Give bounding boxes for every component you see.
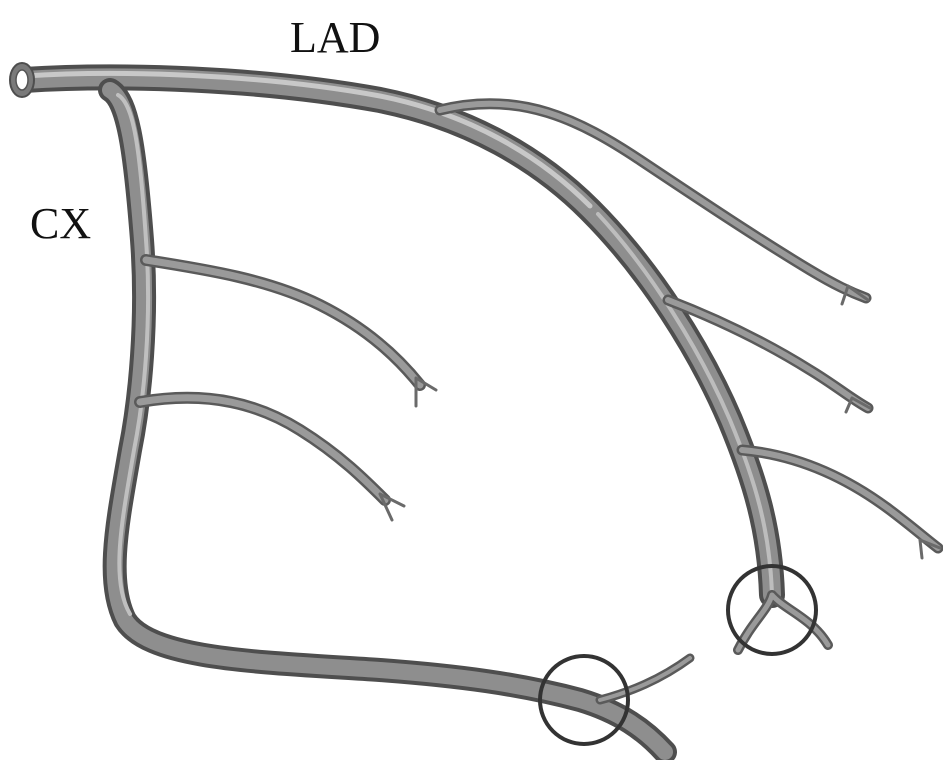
cx-label: CX <box>30 202 91 246</box>
cx-vessel <box>110 90 690 752</box>
cx-marginal-branch-1 <box>146 260 420 385</box>
ostium-inner <box>16 70 28 90</box>
lad-vessel <box>24 73 940 650</box>
lad-label: LAD <box>290 16 380 60</box>
cx-distal-branch <box>600 658 690 700</box>
